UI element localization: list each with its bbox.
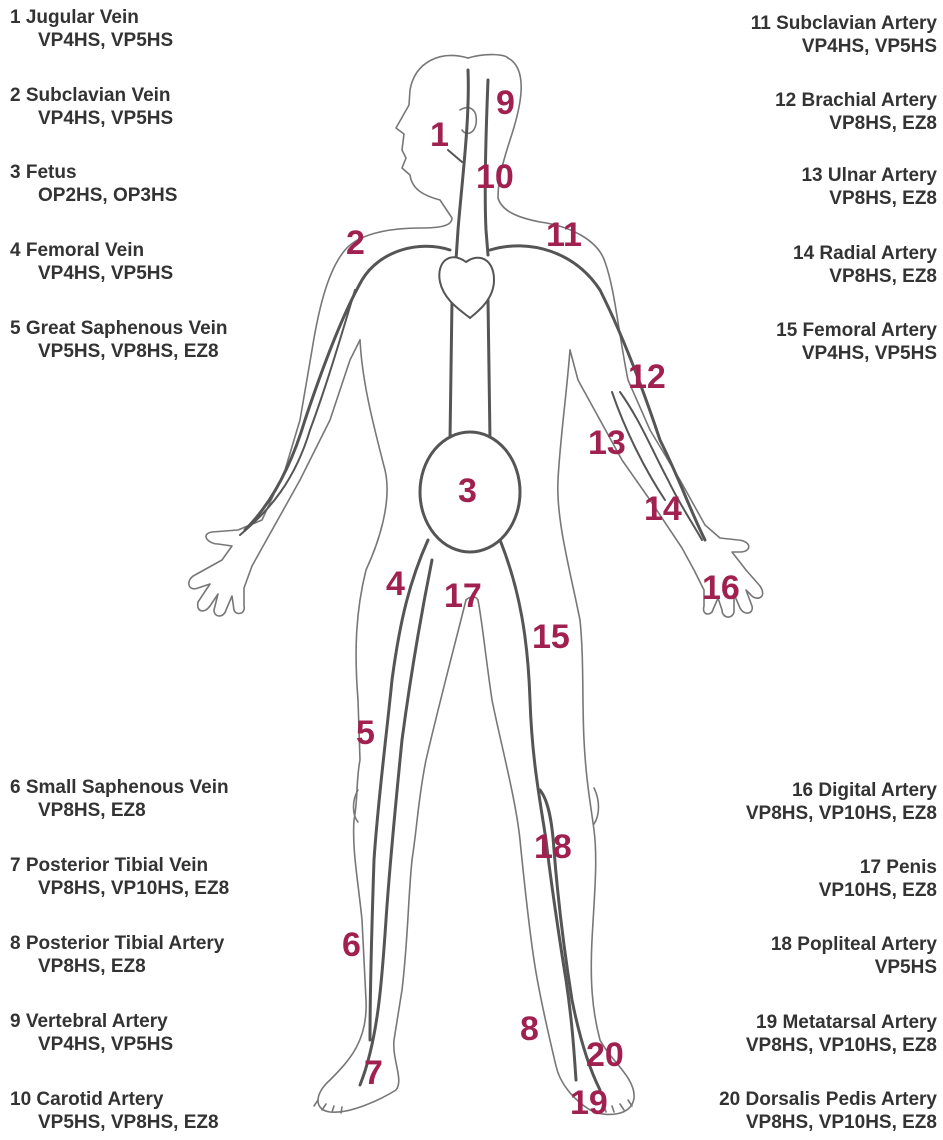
legend-item-brachial-artery: 12 Brachial Artery VP8HS, EZ8: [775, 89, 937, 135]
legend-probes: VP5HS: [771, 956, 937, 979]
legend-item-metatarsal-artery: 19 Metatarsal Artery VP8HS, VP10HS, EZ8: [746, 1011, 937, 1057]
legend-probes: VP8HS, EZ8: [10, 799, 229, 822]
legend-probes: VP8HS, EZ8: [793, 265, 937, 288]
legend-item-femoral-artery: 15 Femoral Artery VP4HS, VP5HS: [776, 319, 937, 365]
legend-item-dorsalis-pedis-artery: 20 Dorsalis Pedis Artery VP8HS, VP10HS, …: [719, 1088, 937, 1134]
legend-item-subclavian-vein: 2 Subclavian Vein VP4HS, VP5HS: [10, 84, 173, 130]
legend-probes: VP8HS, VP10HS, EZ8: [10, 877, 229, 900]
marker-15: 15: [532, 620, 570, 654]
legend-item-femoral-vein: 4 Femoral Vein VP4HS, VP5HS: [10, 239, 173, 285]
legend-name: 2 Subclavian Vein: [10, 84, 173, 107]
marker-6: 6: [342, 928, 361, 962]
legend-name: 7 Posterior Tibial Vein: [10, 854, 229, 877]
legend-name: 13 Ulnar Artery: [801, 164, 937, 187]
marker-18: 18: [534, 830, 572, 864]
legend-item-jugular-vein: 1 Jugular Vein VP4HS, VP5HS: [10, 6, 173, 52]
legend-probes: VP8HS, VP10HS, EZ8: [719, 1111, 937, 1134]
legend-name: 8 Posterior Tibial Artery: [10, 932, 224, 955]
legend-probes: VP8HS, EZ8: [775, 112, 937, 135]
marker-1: 1: [430, 118, 449, 152]
legend-probes: VP4HS, VP5HS: [751, 35, 937, 58]
legend-probes: VP5HS, VP8HS, EZ8: [10, 1111, 219, 1134]
marker-16: 16: [702, 571, 740, 605]
legend-name: 6 Small Saphenous Vein: [10, 776, 229, 799]
legend-probes: VP4HS, VP5HS: [776, 342, 937, 365]
legend-name: 15 Femoral Artery: [776, 319, 937, 342]
legend-probes: VP4HS, VP5HS: [10, 1033, 173, 1056]
marker-20: 20: [586, 1038, 624, 1072]
marker-14: 14: [644, 492, 682, 526]
legend-probes: VP10HS, EZ8: [819, 879, 937, 902]
marker-9: 9: [496, 86, 515, 120]
legend-name: 1 Jugular Vein: [10, 6, 173, 29]
legend-probes: VP4HS, VP5HS: [10, 107, 173, 130]
legend-name: 9 Vertebral Artery: [10, 1010, 173, 1033]
legend-name: 14 Radial Artery: [793, 242, 937, 265]
marker-8: 8: [520, 1012, 539, 1046]
marker-4: 4: [386, 567, 405, 601]
legend-probes: VP8HS, VP10HS, EZ8: [746, 802, 937, 825]
legend-probes: OP2HS, OP3HS: [10, 184, 177, 207]
legend-item-penis: 17 Penis VP10HS, EZ8: [819, 856, 937, 902]
legend-probes: VP5HS, VP8HS, EZ8: [10, 340, 228, 363]
legend-name: 3 Fetus: [10, 161, 177, 184]
legend-name: 4 Femoral Vein: [10, 239, 173, 262]
marker-12: 12: [628, 360, 666, 394]
legend-item-digital-artery: 16 Digital Artery VP8HS, VP10HS, EZ8: [746, 779, 937, 825]
marker-11: 11: [546, 218, 582, 252]
legend-name: 10 Carotid Artery: [10, 1088, 219, 1111]
legend-item-carotid-artery: 10 Carotid Artery VP5HS, VP8HS, EZ8: [10, 1088, 219, 1134]
legend-name: 5 Great Saphenous Vein: [10, 317, 228, 340]
marker-17: 17: [444, 579, 482, 613]
legend-item-vertebral-artery: 9 Vertebral Artery VP4HS, VP5HS: [10, 1010, 173, 1056]
legend-name: 19 Metatarsal Artery: [746, 1011, 937, 1034]
legend-probes: VP8HS, VP10HS, EZ8: [746, 1034, 937, 1057]
legend-item-great-saphenous-vein: 5 Great Saphenous Vein VP5HS, VP8HS, EZ8: [10, 317, 228, 363]
legend-name: 12 Brachial Artery: [775, 89, 937, 112]
legend-probes: VP4HS, VP5HS: [10, 262, 173, 285]
legend-name: 16 Digital Artery: [746, 779, 937, 802]
marker-7: 7: [364, 1056, 383, 1090]
legend-item-fetus: 3 Fetus OP2HS, OP3HS: [10, 161, 177, 207]
legend-name: 11 Subclavian Artery: [751, 12, 937, 35]
legend-name: 18 Popliteal Artery: [771, 933, 937, 956]
legend-item-ulnar-artery: 13 Ulnar Artery VP8HS, EZ8: [801, 164, 937, 210]
legend-probes: VP4HS, VP5HS: [10, 29, 173, 52]
marker-5: 5: [356, 716, 375, 750]
legend-name: 20 Dorsalis Pedis Artery: [719, 1088, 937, 1111]
legend-item-subclavian-artery: 11 Subclavian Artery VP4HS, VP5HS: [751, 12, 937, 58]
legend-item-posterior-tibial-vein: 7 Posterior Tibial Vein VP8HS, VP10HS, E…: [10, 854, 229, 900]
legend-name: 17 Penis: [819, 856, 937, 879]
marker-13: 13: [588, 426, 626, 460]
legend-probes: VP8HS, EZ8: [10, 955, 224, 978]
legend-item-popliteal-artery: 18 Popliteal Artery VP5HS: [771, 933, 937, 979]
marker-3: 3: [458, 474, 477, 508]
legend-item-radial-artery: 14 Radial Artery VP8HS, EZ8: [793, 242, 937, 288]
legend-item-small-saphenous-vein: 6 Small Saphenous Vein VP8HS, EZ8: [10, 776, 229, 822]
marker-10: 10: [476, 160, 514, 194]
legend-item-posterior-tibial-artery: 8 Posterior Tibial Artery VP8HS, EZ8: [10, 932, 224, 978]
marker-19: 19: [570, 1086, 608, 1120]
marker-2: 2: [346, 226, 365, 260]
legend-probes: VP8HS, EZ8: [801, 187, 937, 210]
